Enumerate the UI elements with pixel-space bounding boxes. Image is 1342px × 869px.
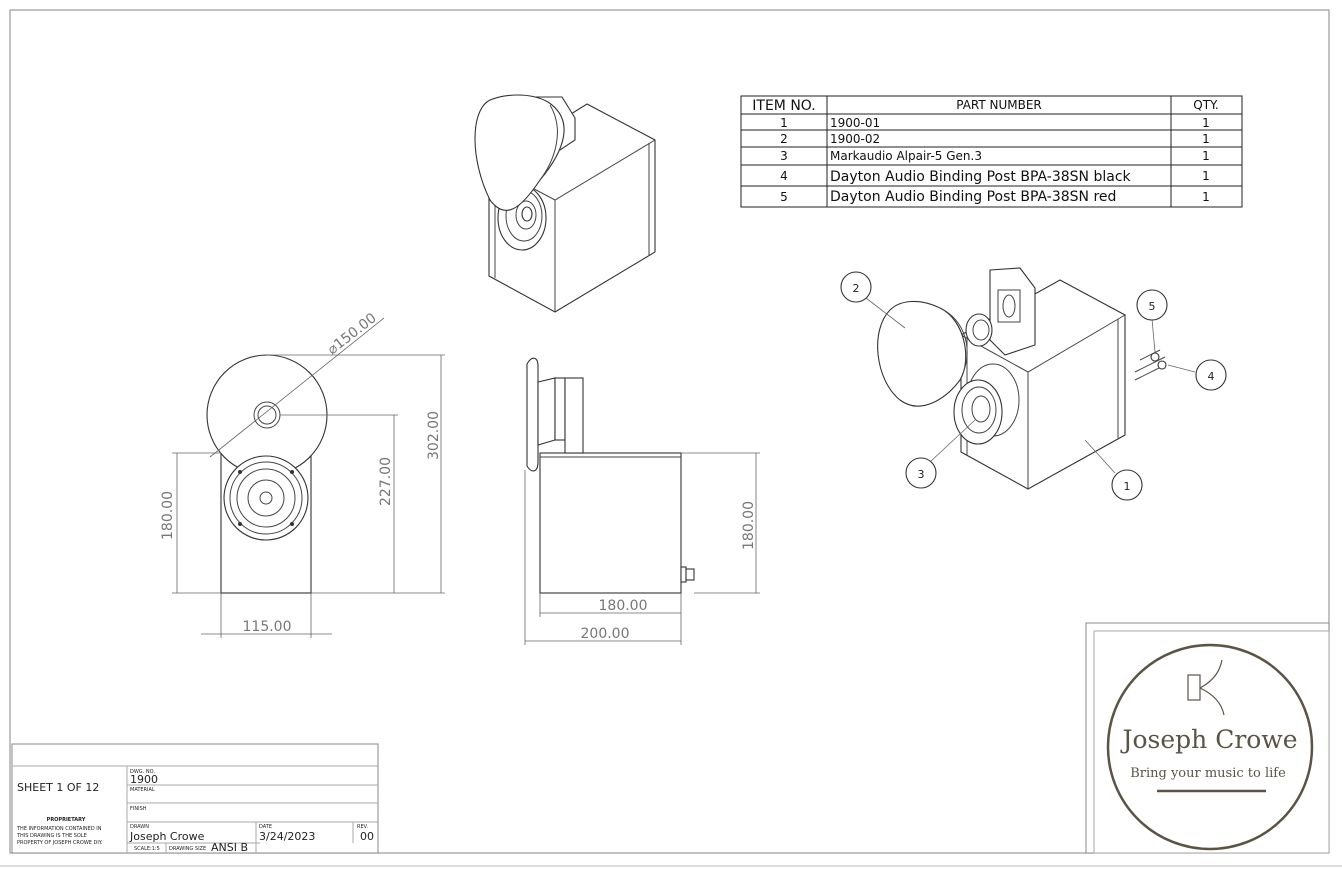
dwg-no-value: 1900: [130, 773, 158, 786]
exploded-view: 1 2 3 4 5: [840, 267, 1227, 501]
bom-row-2-part: 1900-02: [830, 132, 880, 146]
bom-header-part: PART NUMBER: [956, 98, 1042, 112]
balloon-4-label: 4: [1208, 370, 1215, 383]
balloon-2: [840, 271, 872, 303]
bom-row-2-qty: 1: [1202, 132, 1210, 146]
balloon-5-label: 5: [1149, 300, 1156, 313]
scale-value: SCALE:1:5: [134, 846, 160, 852]
finish-label: FINISH: [130, 806, 147, 812]
dim-height-total-text: 302.00: [426, 411, 442, 460]
drawn-label: DRAWN: [130, 824, 149, 830]
title-block: SHEET 1 OF 12 DWG. NO. 1900 MATERIAL FIN…: [11, 743, 379, 854]
dim-width-front-text: 115.00: [243, 619, 292, 635]
date-label: DATE: [259, 824, 272, 830]
drawing-size-value: ANSI B: [211, 841, 248, 854]
balloon-1: [1111, 469, 1143, 501]
bom-header-qty: QTY.: [1193, 98, 1219, 112]
logo-name: Joseph Crowe: [1119, 725, 1297, 754]
dim-height-side-text: 180.00: [741, 501, 757, 550]
balloon-5: [1136, 289, 1168, 321]
balloon-1-label: 1: [1124, 480, 1131, 493]
side-view: 180.00 200.00 180.00: [524, 357, 760, 645]
balloon-4: [1195, 359, 1227, 391]
bom-row-4-part: Dayton Audio Binding Post BPA-38SN black: [830, 169, 1132, 185]
bom-row-4-item: 4: [780, 169, 788, 183]
dim-height-front-text: 180.00: [160, 491, 176, 540]
proprietary-title: PROPRIETARY: [47, 817, 86, 823]
bom-row-1-qty: 1: [1202, 116, 1210, 130]
bom-row-5-part: Dayton Audio Binding Post BPA-38SN red: [830, 189, 1116, 205]
logo-circle: [1106, 643, 1314, 851]
dim-diameter-text: ⌀150.00: [325, 310, 380, 358]
speaker-icon: [1187, 659, 1225, 716]
bom-row-5-qty: 1: [1202, 190, 1210, 204]
material-label: MATERIAL: [130, 787, 155, 793]
bom-row-4-qty: 1: [1202, 169, 1210, 183]
date-value: 3/24/2023: [259, 830, 315, 843]
bom-row-1-item: 1: [780, 116, 788, 130]
sheet-border: [9, 9, 1330, 854]
bom-row-3-item: 3: [780, 149, 788, 163]
logo-block: Joseph Crowe Bring your music to life: [1085, 622, 1330, 854]
sheet-number: SHEET 1 OF 12: [17, 781, 99, 794]
bom-table: ITEM NO. PART NUMBER QTY. 1 1900-01 1 2 …: [740, 95, 1243, 208]
drawing-size-label: DRAWING SIZE: [169, 846, 206, 852]
balloon-2-label: 2: [853, 282, 860, 295]
bom-row-1-part: 1900-01: [830, 116, 880, 130]
balloon-3-label: 3: [918, 468, 925, 481]
dim-height-driver-text: 227.00: [378, 457, 394, 506]
rev-value: 00: [360, 830, 374, 843]
dwg-no-label: DWG. NO.: [130, 769, 155, 775]
bom-row-5-item: 5: [780, 190, 788, 204]
bom-row-2-item: 2: [780, 132, 788, 146]
proprietary-line-1: THE INFORMATION CONTAINED IN: [16, 826, 102, 832]
isometric-view-top: [474, 94, 656, 313]
logo-tagline: Bring your music to life: [1130, 766, 1286, 781]
proprietary-line-2: THIS DRAWING IS THE SOLE: [16, 833, 87, 839]
dim-depth-box-text: 180.00: [599, 598, 648, 614]
proprietary-line-3: PROPERTY OF JOSEPH CROWE DIY.: [17, 840, 103, 846]
drawn-value: Joseph Crowe: [129, 830, 205, 843]
dim-depth-total-text: 200.00: [581, 626, 630, 642]
front-view: ⌀150.00 180.00 227.00 302.00 115.00: [160, 310, 445, 638]
bom-row-3-part: Markaudio Alpair-5 Gen.3: [830, 149, 982, 163]
bom-header-item: ITEM NO.: [752, 98, 815, 114]
rev-label: REV.: [357, 824, 368, 830]
bom-row-3-qty: 1: [1202, 149, 1210, 163]
balloon-3: [905, 457, 937, 489]
